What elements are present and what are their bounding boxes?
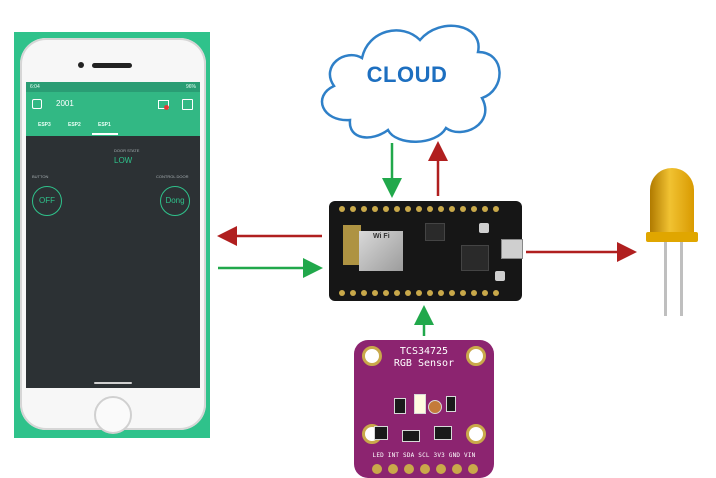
home-button[interactable] xyxy=(94,396,132,434)
tcs34725-sensor: TCS34725 RGB Sensor LED INT SDA SCL 3V3 … xyxy=(354,340,494,478)
board-pin-row-top xyxy=(339,205,515,213)
mounting-hole xyxy=(362,346,382,366)
app-title: 2001 xyxy=(56,99,74,108)
white-led xyxy=(414,394,426,414)
board-pin-row-bottom xyxy=(339,289,515,297)
wifi-logo: Wi Fi xyxy=(373,233,390,240)
status-time: 6:04 xyxy=(30,84,40,90)
control-door-label: CONTROL DOOR xyxy=(156,174,189,179)
phone-camera xyxy=(78,62,84,68)
led-leg-cathode xyxy=(664,242,667,316)
phone-speaker xyxy=(92,63,132,68)
smd-component xyxy=(402,430,420,442)
off-button[interactable]: OFF xyxy=(32,186,62,216)
tab-esp3[interactable]: ESP3 xyxy=(38,122,51,128)
door-state-label: DOOR STATE xyxy=(114,148,140,153)
smd-component xyxy=(434,426,452,440)
tab-bar: ESP3 ESP2 ESP1 xyxy=(26,116,200,136)
tab-esp1[interactable]: ESP1 xyxy=(98,122,111,128)
flash-button xyxy=(479,223,489,233)
smd-component xyxy=(374,426,388,440)
home-indicator xyxy=(94,382,132,384)
tab-esp2[interactable]: ESP2 xyxy=(68,122,81,128)
dong-button[interactable]: Dong xyxy=(160,186,190,216)
notification-badge xyxy=(164,105,169,110)
status-bar: 6:04 96% xyxy=(26,82,200,92)
cloud-label: CLOUD xyxy=(366,62,448,87)
phone-screen: 6:04 96% 2001 ESP3 ESP2 ESP1 DOOR STATE … xyxy=(26,82,200,388)
mounting-hole xyxy=(466,424,486,444)
sensor-pin xyxy=(404,464,414,474)
smd-capacitor xyxy=(446,396,456,412)
micro-usb-port xyxy=(501,239,523,259)
reset-button xyxy=(495,271,505,281)
color-sensor-chip xyxy=(428,400,442,414)
sensor-pin xyxy=(452,464,462,474)
cloud-icon xyxy=(320,24,501,143)
sensor-subtitle: RGB Sensor xyxy=(393,358,455,369)
sensor-pin xyxy=(436,464,446,474)
esp8266-module xyxy=(359,231,403,271)
app-bar: 2001 xyxy=(26,92,200,116)
status-battery: 96% xyxy=(185,84,196,90)
led-leg-anode xyxy=(680,242,683,316)
sensor-pin-labels: LED INT SDA SCL 3V3 GND VIN xyxy=(372,452,476,459)
sensor-pin xyxy=(372,464,382,474)
device-icon[interactable] xyxy=(32,99,42,109)
button-label: BUTTON xyxy=(32,174,49,179)
sensor-pin xyxy=(468,464,478,474)
usb-serial-chip xyxy=(461,245,489,271)
led-rim xyxy=(646,232,698,242)
smd-resistor xyxy=(394,398,406,414)
door-state-value: LOW xyxy=(114,156,133,165)
voltage-regulator xyxy=(425,223,445,241)
sensor-title: TCS34725 xyxy=(399,346,449,357)
sensor-pin xyxy=(388,464,398,474)
yellow-led xyxy=(650,168,694,238)
wifi-antenna xyxy=(343,225,361,265)
sensor-pin xyxy=(420,464,430,474)
nodemcu-board: Wi Fi xyxy=(329,201,523,301)
active-tab-indicator xyxy=(92,133,118,135)
notification-icon[interactable] xyxy=(158,100,169,109)
settings-icon[interactable] xyxy=(182,99,193,110)
mounting-hole xyxy=(466,346,486,366)
